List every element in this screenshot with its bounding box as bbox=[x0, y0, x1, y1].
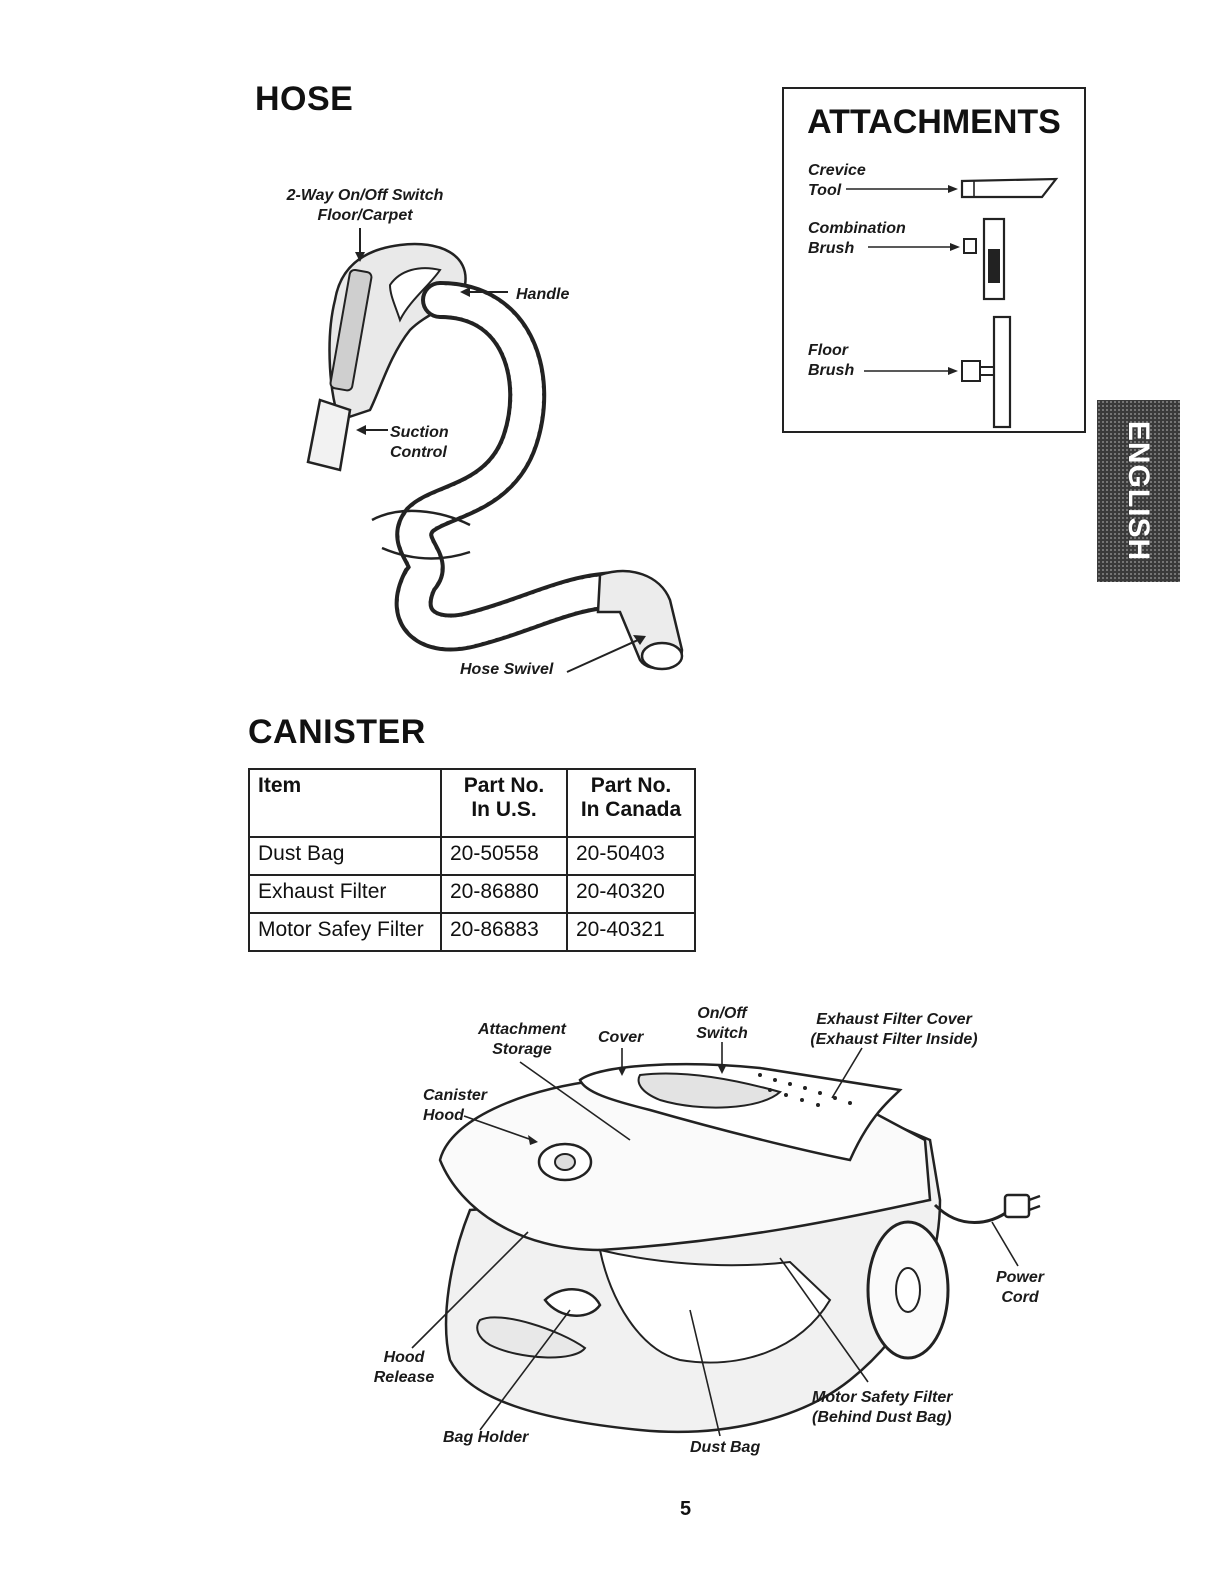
floor-line1: Floor bbox=[808, 342, 848, 359]
suction-label-line1: Suction bbox=[390, 424, 449, 441]
floor-brush-label: Floor Brush bbox=[808, 341, 854, 381]
canister-hood-line1: Canister bbox=[423, 1087, 488, 1104]
header-us-line2: In U.S. bbox=[471, 798, 537, 821]
attachment-storage-line2: Storage bbox=[492, 1041, 552, 1058]
hose-handle-label: Handle bbox=[516, 286, 570, 303]
canister-hood-label: Canister Hood bbox=[423, 1086, 487, 1126]
hose-heading: HOSE bbox=[255, 80, 354, 118]
cell-item: Dust Bag bbox=[248, 836, 442, 876]
attachment-storage-line1: Attachment bbox=[477, 1021, 566, 1038]
page-number: 5 bbox=[680, 1498, 692, 1520]
combination-brush-label: Combination Brush bbox=[808, 219, 906, 259]
attachments-box: ATTACHMENTS Crevice Tool Combination Bru… bbox=[782, 87, 1086, 433]
motor-filter-line1: Motor Safety Filter bbox=[812, 1389, 953, 1406]
cover-label: Cover bbox=[598, 1029, 644, 1046]
power-cord-line1: Power bbox=[995, 1269, 1044, 1286]
cell-part-canada: 20-50403 bbox=[566, 836, 696, 876]
cell-item: Exhaust Filter bbox=[248, 874, 442, 914]
table-row: Motor Safey Filter 20-86883 20-40321 bbox=[248, 912, 696, 952]
hood-release-line2: Release bbox=[373, 1369, 435, 1386]
crevice-line2: Tool bbox=[808, 182, 842, 199]
combination-line2: Brush bbox=[808, 240, 855, 257]
onoff-switch-label: On/Off Switch bbox=[682, 1004, 762, 1044]
switch-label-line2: Floor/Carpet bbox=[317, 207, 413, 224]
header-us-line1: Part No. bbox=[463, 774, 545, 797]
hose-switch-label: 2-Way On/Off Switch Floor/Carpet bbox=[270, 186, 460, 226]
cell-part-us: 20-86880 bbox=[440, 874, 568, 914]
motor-safety-filter-label: Motor Safety Filter (Behind Dust Bag) bbox=[812, 1388, 952, 1428]
hood-release-line1: Hood bbox=[383, 1349, 425, 1366]
onoff-line2: Switch bbox=[696, 1025, 748, 1042]
power-cord-line2: Cord bbox=[1001, 1289, 1039, 1306]
exhaust-filter-cover-label: Exhaust Filter Cover (Exhaust Filter Ins… bbox=[796, 1010, 992, 1050]
onoff-line1: On/Off bbox=[697, 1005, 747, 1022]
exhaust-line2: (Exhaust Filter Inside) bbox=[810, 1031, 978, 1048]
header-ca-line2: In Canada bbox=[580, 798, 682, 821]
canister-heading: CANISTER bbox=[248, 713, 426, 751]
motor-filter-line2: (Behind Dust Bag) bbox=[812, 1409, 952, 1426]
hood-release-label: Hood Release bbox=[364, 1348, 444, 1388]
header-item-line1: Item bbox=[258, 774, 302, 797]
table-row: Exhaust Filter 20-86880 20-40320 bbox=[248, 874, 696, 914]
cell-part-us: 20-86883 bbox=[440, 912, 568, 952]
header-ca-line1: Part No. bbox=[590, 774, 672, 797]
exhaust-line1: Exhaust Filter Cover bbox=[816, 1011, 972, 1028]
power-cord-label: Power Cord bbox=[985, 1268, 1055, 1308]
cell-item: Motor Safey Filter bbox=[248, 912, 442, 952]
header-item: Item bbox=[248, 768, 442, 838]
cell-part-us: 20-50558 bbox=[440, 836, 568, 876]
combination-line1: Combination bbox=[808, 220, 906, 237]
attachments-title: ATTACHMENTS bbox=[807, 103, 1061, 141]
hose-suction-label: Suction Control bbox=[390, 423, 449, 463]
bag-holder-label: Bag Holder bbox=[443, 1429, 529, 1446]
crevice-line1: Crevice bbox=[808, 162, 866, 179]
english-tab-label: ENGLISH bbox=[1122, 420, 1156, 562]
attachment-tools-illustration bbox=[846, 177, 1059, 429]
parts-table: Item Part No. In U.S. Part No. In Canada… bbox=[248, 768, 696, 952]
attachment-storage-label: Attachment Storage bbox=[462, 1020, 582, 1060]
table-row: Dust Bag 20-50558 20-50403 bbox=[248, 836, 696, 876]
dust-bag-label: Dust Bag bbox=[690, 1439, 761, 1456]
hose-swivel-label: Hose Swivel bbox=[460, 661, 554, 678]
cell-part-canada: 20-40320 bbox=[566, 874, 696, 914]
switch-label-line1: 2-Way On/Off Switch bbox=[286, 187, 444, 204]
header-part-us: Part No. In U.S. bbox=[440, 768, 568, 838]
parts-table-header-row: Item Part No. In U.S. Part No. In Canada bbox=[248, 768, 696, 838]
english-language-tab[interactable]: ENGLISH bbox=[1097, 400, 1180, 582]
canister-hood-line2: Hood bbox=[423, 1107, 464, 1124]
suction-label-line2: Control bbox=[390, 444, 447, 461]
floor-line2: Brush bbox=[808, 362, 855, 379]
crevice-tool-label: Crevice Tool bbox=[808, 161, 866, 201]
cell-part-canada: 20-40321 bbox=[566, 912, 696, 952]
header-part-canada: Part No. In Canada bbox=[566, 768, 696, 838]
